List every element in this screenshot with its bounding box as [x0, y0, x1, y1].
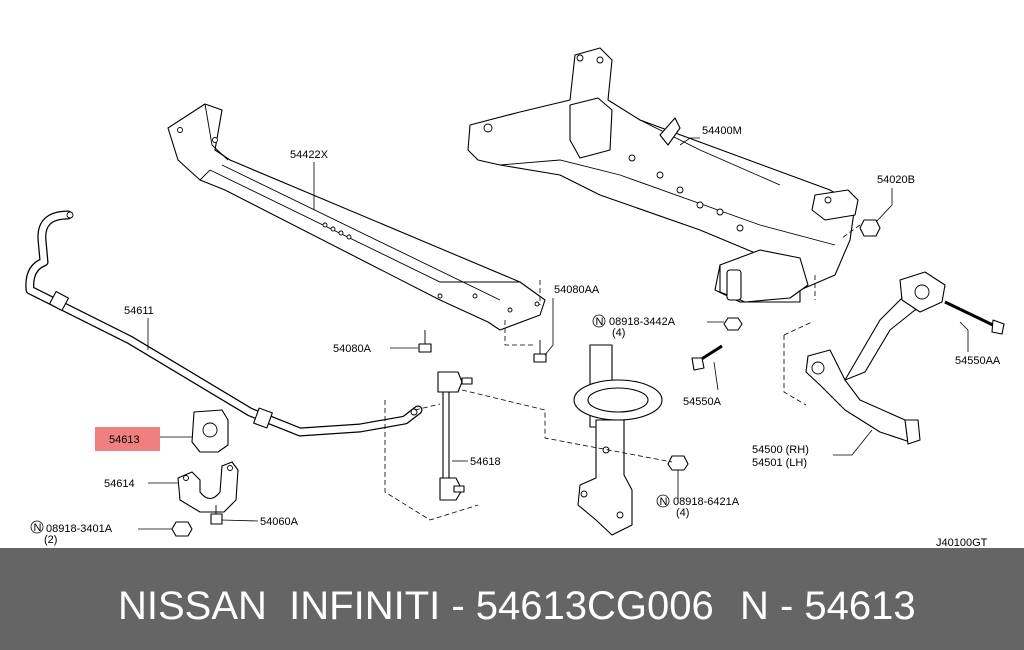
assembly-lines: [384, 224, 861, 521]
label-54422x: 54422X: [290, 149, 329, 161]
part-number-banner: NISSAN INFINITI - 54613CG006 N - 54613: [0, 548, 1024, 650]
label-54400m: 54400M: [702, 125, 742, 137]
label-08918-3442a-qty: (4): [612, 327, 625, 339]
highlight-54613: [95, 427, 160, 451]
label-54550aa: 54550AA: [955, 355, 1001, 367]
nut-symbol-6421a: [656, 494, 670, 508]
label-08918-3401a-qty: (2): [44, 534, 57, 546]
label-08918-6421a-qty: (4): [676, 507, 689, 519]
nut-symbol-6421a-letter: N: [660, 496, 668, 508]
bushing: [191, 409, 229, 453]
fasteners: [171, 219, 1005, 537]
main-crossmember: [467, 47, 859, 303]
bushing-bracket: [177, 461, 239, 513]
label-54614: 54614: [104, 478, 135, 490]
brand-and-part-number: NISSAN INFINITI - 54613CG006: [118, 584, 714, 628]
nut-symbol-3442a: [592, 314, 606, 328]
label-54611: 54611: [124, 305, 154, 317]
nut-symbol-3442a-letter: N: [596, 316, 604, 328]
label-54060a: 54060A: [260, 516, 299, 528]
label-54501: 54501 (LH): [752, 457, 807, 469]
lower-control-arm: [805, 271, 946, 445]
stabilizer-bar: [25, 210, 423, 437]
leader-lines: [138, 137, 969, 530]
part-labels: 54422X 54400M 54020B 54611 54080AA 54080…: [30, 125, 1001, 548]
label-54613: 54613: [109, 434, 140, 446]
label-54020b: 54020B: [877, 174, 915, 186]
label-54618: 54618: [470, 456, 501, 468]
reference-number: N - 54613: [740, 584, 916, 628]
label-08918-3442a: 08918-3442A: [609, 316, 676, 328]
label-54550a: 54550A: [683, 396, 722, 408]
label-08918-3401a: 08918-3401A: [46, 523, 113, 535]
strut: [573, 344, 663, 536]
label-08918-6421a: 08918-6421A: [673, 496, 740, 508]
nut-symbol-3401a: [30, 520, 44, 534]
diagram-code: J40100GT: [936, 537, 988, 548]
parts-diagram: 54422X 54400M 54020B 54611 54080AA 54080…: [25, 47, 1005, 548]
stabilizer-link: [437, 371, 473, 501]
nut-symbol-3401a-letter: N: [34, 522, 42, 534]
label-54080aa: 54080AA: [554, 284, 600, 296]
label-54500: 54500 (RH): [752, 444, 809, 456]
front-crossmember: [167, 103, 546, 331]
label-54080a: 54080A: [333, 343, 372, 355]
